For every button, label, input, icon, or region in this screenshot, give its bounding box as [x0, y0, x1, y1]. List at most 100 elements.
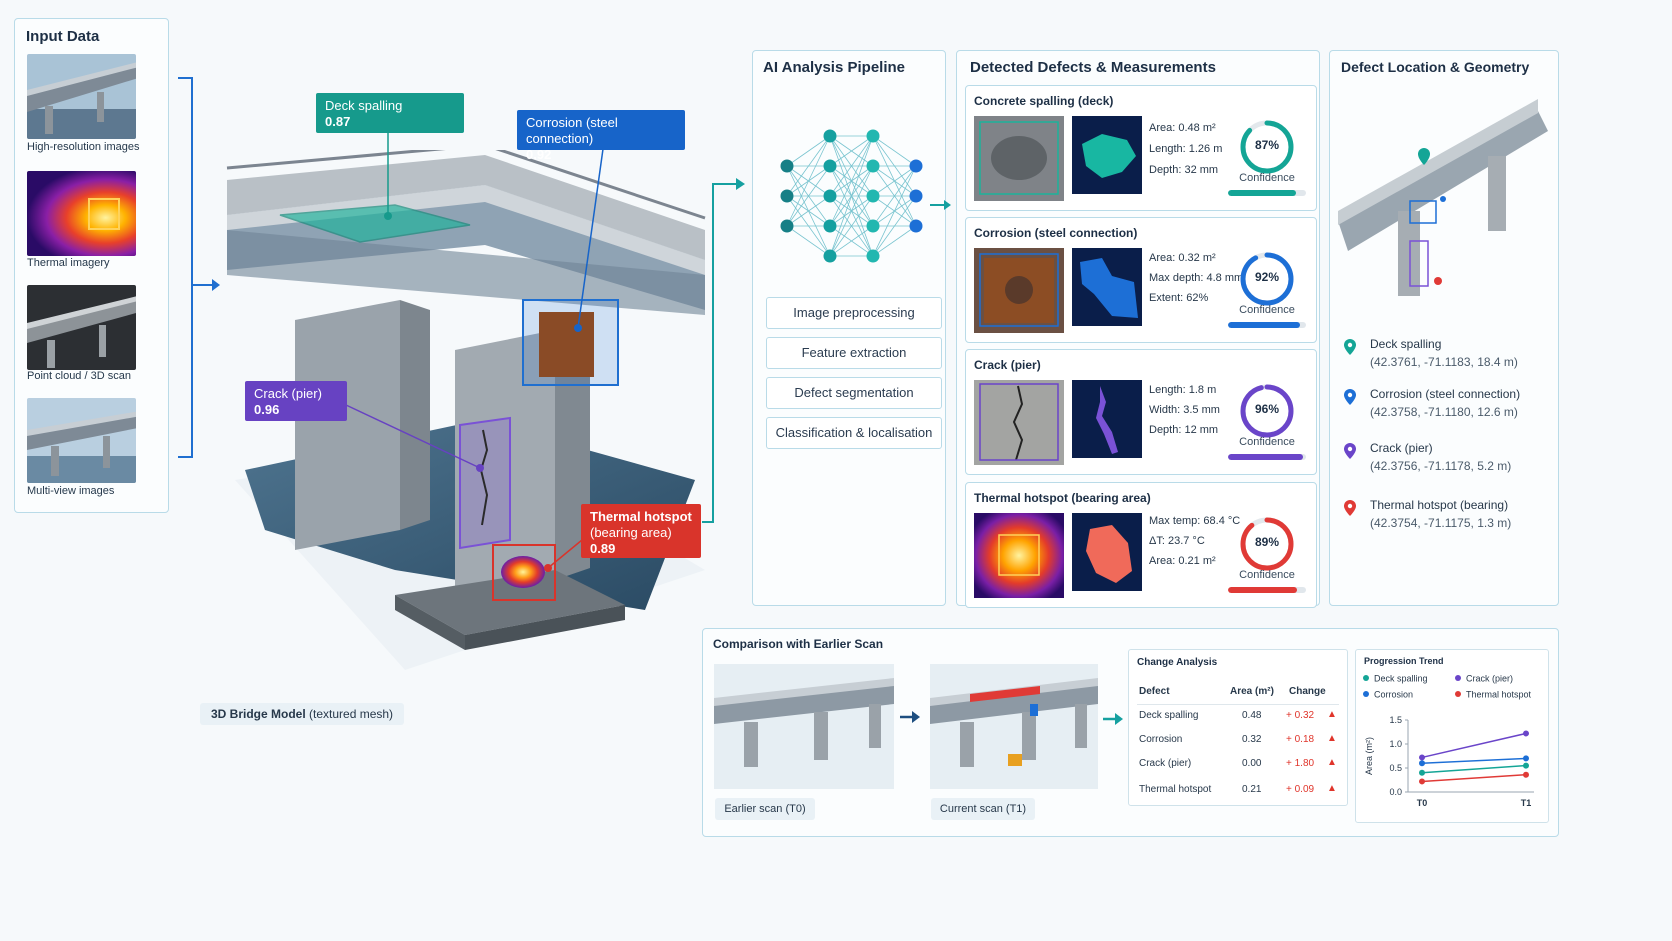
cell-change: + 1.80 [1286, 758, 1315, 769]
table-row[interactable]: Deck spalling 0.48 + 0.32 ▲ [1129, 709, 1347, 730]
nn-edge [872, 165, 917, 197]
series-line [1421, 773, 1527, 783]
increase-triangle-icon: ▲ [1327, 783, 1337, 794]
thermal-imagery-label: Thermal imagery [27, 257, 110, 269]
confidence-bar [1228, 322, 1306, 328]
thermal-callout-name2: (bearing area) [590, 525, 672, 540]
input-data-panel: Input Data High-resolution images Therma… [14, 18, 169, 513]
y-tick-label: 0.5 [1389, 763, 1402, 773]
location-name: Thermal hotspot (bearing) [1370, 498, 1509, 512]
deck-spalling-callout-score: 0.87 [325, 114, 351, 129]
location-coord: (42.3761, -71.1183, 18.4 m) [1370, 355, 1518, 369]
cell-area: 0.21 [1242, 784, 1262, 795]
nn-node [866, 129, 880, 143]
corrosion-callout-score: 0.92 [526, 147, 552, 162]
nn-node [823, 219, 837, 233]
gauge-arc [1240, 120, 1294, 174]
nn-node [780, 159, 794, 173]
defect-card-concrete-spalling[interactable]: Concrete spalling (deck) Area: 0.48 m² L… [965, 85, 1317, 211]
nn-node [866, 159, 880, 173]
defect-card-corrosion[interactable]: Corrosion (steel connection) Area: 0.32 … [965, 217, 1317, 343]
nn-edge [872, 165, 917, 257]
defect-card-crack[interactable]: Crack (pier) Length: 1.8 m Width: 3.5 mm… [965, 349, 1317, 475]
pipeline-step-classification[interactable]: Classification & localisation [766, 417, 942, 449]
measure-3: Depth: 32 mm [1149, 164, 1219, 176]
detected-defects-panel: Detected Defects & Measurements Concrete… [956, 50, 1320, 608]
thermal-pin-icon [1344, 500, 1356, 516]
neural-network-icon [780, 129, 923, 263]
location-name: Deck spalling [1370, 337, 1442, 351]
table-row[interactable]: Corrosion 0.32 + 0.18 ▲ [1129, 733, 1347, 754]
gauge-arc [1240, 252, 1294, 306]
corrosion-segmentation-mask [1072, 248, 1142, 326]
location-coord: (42.3754, -71.1175, 1.3 m) [1370, 516, 1512, 530]
bridge-3d-model[interactable] [225, 150, 715, 690]
current-scan-image[interactable] [930, 664, 1098, 789]
legend-dot [1363, 675, 1369, 681]
cell-defect: Corrosion [1139, 734, 1183, 745]
change-analysis-card: Change Analysis Defect Area (m²) Change … [1128, 649, 1348, 806]
confidence-bar [1228, 454, 1306, 460]
data-point [1419, 769, 1425, 776]
confidence-percent: 92% [1254, 270, 1280, 284]
x-tick-label: T0 [1417, 798, 1428, 808]
table-row[interactable]: Thermal hotspot 0.21 + 0.09 ▲ [1129, 783, 1347, 804]
bridge-model-caption: 3D Bridge Model (textured mesh) [200, 703, 405, 725]
nn-edge [829, 135, 874, 197]
bridge-model-caption-rest: (textured mesh) [305, 707, 394, 721]
nn-node [823, 159, 837, 173]
thermal-segmentation-mask [1072, 513, 1142, 591]
data-point [1419, 760, 1425, 767]
thermal-callout-score: 0.89 [590, 541, 616, 556]
crack-callout[interactable]: Crack (pier) 0.96 [245, 381, 347, 421]
multi-view-thumbnail[interactable] [27, 398, 136, 483]
pipeline-step-defect-segmentation[interactable]: Defect segmentation [766, 377, 942, 409]
confidence-label: Confidence [1239, 172, 1295, 184]
nn-node [823, 249, 837, 263]
col-header-defect: Defect [1139, 686, 1170, 697]
nn-edge [786, 225, 831, 257]
point-cloud-label: Point cloud / 3D scan [27, 370, 131, 382]
deck-spalling-callout-name: Deck spalling [325, 98, 403, 113]
detected-defects-title: Detected Defects & Measurements [970, 59, 1216, 76]
bridge-location-map[interactable] [1338, 91, 1548, 331]
comparison-panel: Comparison with Earlier Scan Earlier sca… [702, 628, 1559, 837]
corrosion-callout[interactable]: Corrosion (steel connection) 0.92 [517, 110, 685, 162]
table-row[interactable]: Crack (pier) 0.00 + 1.80 ▲ [1129, 757, 1347, 778]
defect-card-title: Concrete spalling (deck) [974, 94, 1114, 108]
point-cloud-thumbnail[interactable] [27, 285, 136, 370]
confidence-gauge [1240, 252, 1294, 306]
spalling-photo [974, 116, 1064, 201]
thermal-imagery-thumbnail[interactable] [27, 171, 136, 256]
nn-node [866, 249, 880, 263]
thermal-callout-name: Thermal hotspot [590, 509, 692, 524]
cell-change: + 0.09 [1286, 784, 1315, 795]
nn-edge [829, 135, 874, 167]
gauge-arc [1240, 517, 1294, 571]
crack-callout-name: Crack (pier) [254, 386, 322, 401]
location-name: Corrosion (steel connection) [1370, 387, 1521, 401]
pipeline-step-feature-extraction[interactable]: Feature extraction [766, 337, 942, 369]
earlier-scan-image[interactable] [714, 664, 894, 789]
cell-area: 0.32 [1242, 734, 1262, 745]
current-scan-label: Current scan (T1) [931, 798, 1035, 820]
pipeline-step-image-preprocessing[interactable]: Image preprocessing [766, 297, 942, 329]
confidence-gauge [1240, 120, 1294, 174]
confidence-label: Confidence [1239, 304, 1295, 316]
col-header-area: Area (m²) [1230, 686, 1274, 697]
x-tick-label: T1 [1521, 798, 1532, 808]
measure-2: Length: 1.26 m [1149, 143, 1223, 155]
defect-card-thermal-hotspot[interactable]: Thermal hotspot (bearing area) Max temp:… [965, 482, 1317, 608]
nn-edge [786, 135, 831, 197]
scan-to-table-arrow-icon [1103, 713, 1123, 725]
data-point [1523, 771, 1529, 778]
confidence-gauge [1240, 517, 1294, 571]
high-resolution-image-thumbnail[interactable] [27, 54, 136, 139]
confidence-percent: 96% [1254, 402, 1280, 416]
legend-dot [1455, 691, 1461, 697]
thermal-hotspot-callout[interactable]: Thermal hotspot (bearing area) 0.89 [581, 504, 701, 558]
deck-spalling-callout[interactable]: Deck spalling 0.87 [316, 93, 464, 133]
measure-1: Max temp: 68.4 °C [1149, 515, 1241, 527]
